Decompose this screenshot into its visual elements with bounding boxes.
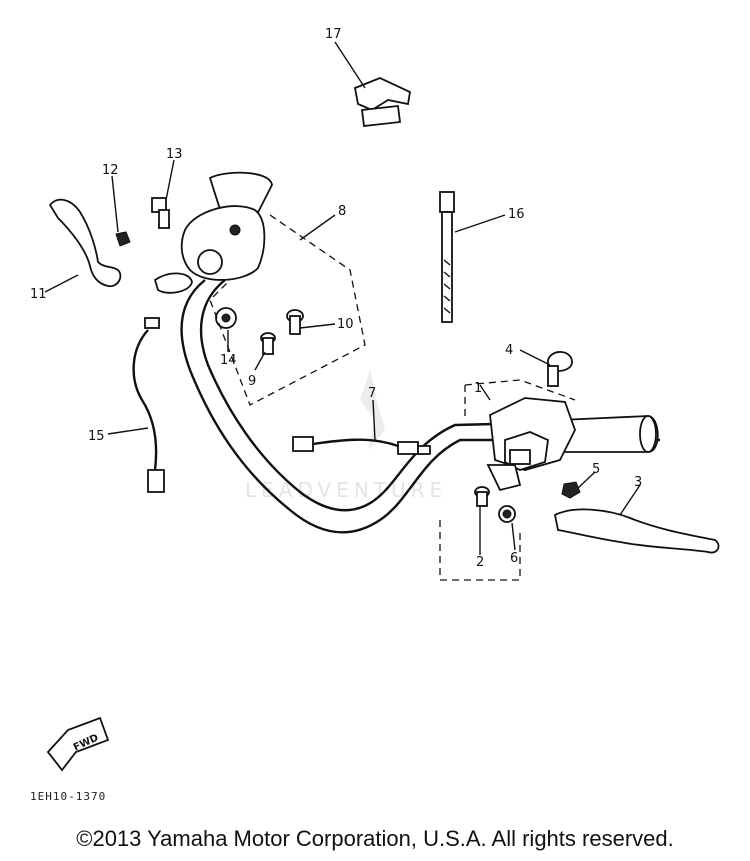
callout-9: 9: [248, 374, 256, 389]
callout-4: 4: [505, 343, 513, 358]
part-16-cable-band: [439, 191, 455, 323]
part-15-wire-lead: [132, 317, 165, 493]
leader-lines: [44, 41, 641, 555]
callout-8: 8: [338, 204, 346, 219]
callout-12: 12: [102, 163, 119, 178]
callout-14: 14: [220, 353, 237, 368]
part-5-nut: [561, 481, 581, 499]
part-8-left-switch-assembly: [153, 171, 273, 294]
callout-2: 2: [476, 555, 484, 570]
part-14-nut: [215, 307, 237, 329]
group-outline-left: [209, 214, 366, 406]
part-11-lever-left: [48, 198, 122, 288]
part-1-switch-housing-right: [486, 397, 576, 492]
part-7-switch-lead: [292, 436, 431, 455]
callout-11: 11: [30, 287, 47, 302]
callout-16: 16: [508, 207, 525, 222]
part-17-bracket: [353, 77, 412, 127]
right-grip: [559, 415, 659, 453]
callout-13: 13: [166, 147, 183, 162]
fwd-arrow-icon: FWD: [46, 716, 110, 772]
part-9-screw: [260, 332, 276, 355]
callout-5: 5: [592, 462, 600, 477]
callout-7: 7: [368, 386, 376, 401]
callout-17: 17: [325, 27, 342, 42]
group-outline-right: [439, 379, 576, 581]
callout-3: 3: [634, 475, 642, 490]
part-12-fitting: [115, 231, 131, 247]
callout-6: 6: [510, 551, 518, 566]
watermark: LEADVENTURE: [245, 370, 442, 502]
part-3-lever-right: [553, 508, 720, 554]
callout-1: 1: [474, 381, 482, 396]
callout-15: 15: [88, 429, 105, 444]
part-6-nut: [498, 505, 516, 523]
copyright-notice: ©2013 Yamaha Motor Corporation, U.S.A. A…: [76, 826, 674, 851]
callout-labels: 1 2 3 4 5 6 7 8 9 10 11 12 13 14 15 16 1…: [30, 27, 642, 570]
part-2-screw: [474, 486, 490, 507]
part-13-bolt: [151, 197, 170, 229]
part-10-screw: [286, 309, 304, 335]
callout-10: 10: [337, 317, 354, 332]
drawing-code: 1EH10-1370: [30, 790, 107, 803]
handlebar: [180, 279, 660, 534]
part-4-bolt: [547, 351, 573, 387]
